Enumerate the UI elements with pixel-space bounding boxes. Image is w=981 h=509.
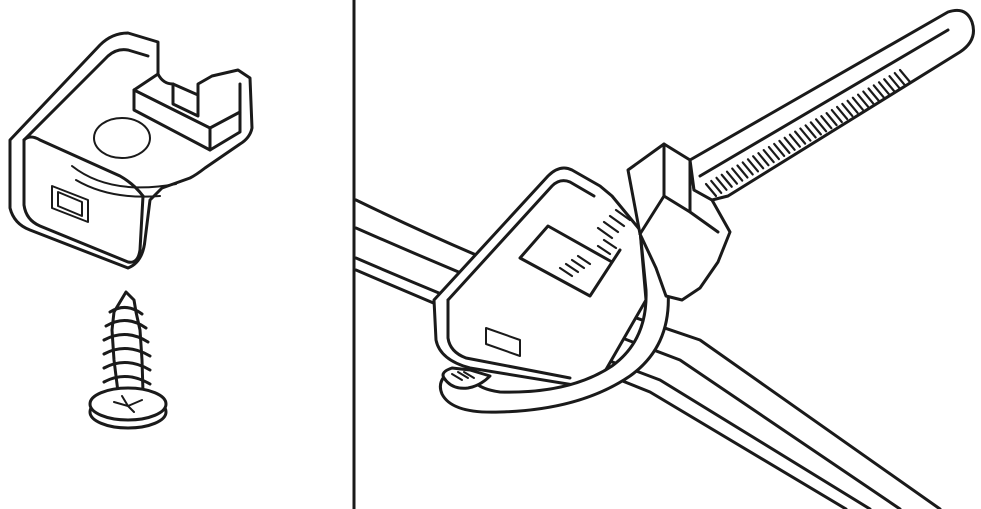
cable-tie-strap-edge: [698, 28, 950, 178]
right-panel: [354, 8, 975, 509]
cable-tie-tooth: [741, 161, 754, 176]
mount-body-front: [446, 298, 572, 380]
cable-tie-tooth: [720, 173, 733, 188]
mount-base-front-face: [22, 138, 145, 264]
cable-tie-tooth: [809, 121, 822, 136]
cable-tie-tooth: [888, 75, 901, 90]
mount-body-inner-wall: [518, 224, 622, 298]
mount-base-slot-wall: [171, 82, 200, 118]
cable-tie-tooth: [731, 167, 744, 182]
screw-thread-3: [102, 333, 150, 344]
mount-foot-ridges: [451, 371, 475, 381]
cable-tie: [438, 8, 975, 414]
cable-tie-tooth: [856, 93, 870, 108]
cable-tie-tooth: [877, 81, 891, 96]
cable-tie-tooth: [820, 115, 833, 130]
cable-tie-tooth: [725, 170, 739, 185]
cable-tie-tooth: [757, 152, 770, 167]
cable-tie-tooth: [841, 102, 854, 117]
screw-thread-4: [102, 347, 152, 358]
cable-tie-tooth: [752, 155, 765, 170]
screw-thread-2: [104, 319, 148, 330]
mount-base-screw-hole-arc-2: [75, 179, 161, 198]
cable-tie-tooth: [804, 124, 817, 139]
mount-base: [8, 31, 254, 270]
mount-body-teeth: [558, 254, 592, 278]
mount-base-top-rim: [22, 48, 150, 142]
cable-tie-tooth: [835, 105, 849, 121]
cable-tie-tooth: [767, 145, 781, 161]
cable-tie-tooth: [783, 136, 796, 151]
mount-base-slot-top: [132, 72, 242, 152]
mount-base-slot-inner: [132, 88, 242, 152]
mounting-screw: [88, 290, 168, 430]
cable-tie-tooth: [715, 176, 728, 191]
cable-tie-teeth: [704, 68, 912, 198]
mount-base-window-inner: [57, 191, 83, 217]
cable-tie-tooth: [736, 164, 749, 179]
mount-body-rim: [446, 179, 596, 302]
screw-thread-5: [102, 361, 152, 372]
cable-tie-tooth: [846, 99, 859, 114]
cable-tie-tooth: [778, 139, 791, 154]
cable-tie-tooth: [883, 78, 896, 93]
cable-tie-tooth: [710, 179, 723, 195]
screw-thread-1: [108, 306, 144, 316]
cable-tie-tooth: [815, 118, 828, 133]
mount-body-window: [485, 327, 521, 357]
screw-cross-recess: [113, 395, 143, 413]
screw-thread-6: [102, 375, 152, 386]
mount-base-window: [51, 185, 89, 223]
cable-tie-tooth: [851, 96, 864, 111]
cable-tie-tooth: [872, 84, 885, 99]
mount-base-screw-boss: [93, 117, 151, 159]
cable-tie-tooth: [788, 133, 801, 148]
cable-tie-lower-teeth: [596, 208, 632, 256]
cable-tie-tooth: [746, 158, 760, 173]
mount-base-screw-hole-arc: [71, 165, 177, 189]
cable-tie-tooth: [898, 68, 912, 84]
cable-tie-tooth: [867, 87, 880, 102]
cable-tie-tooth: [773, 142, 786, 158]
cable-tie-tooth: [825, 112, 838, 127]
cable-tie-head-detail: [638, 142, 720, 236]
left-panel: [8, 31, 254, 430]
cable-tie-tooth: [893, 71, 906, 87]
cable-tie-tooth: [799, 127, 812, 142]
mount-base-underside: [22, 135, 145, 198]
cable-tie-tooth: [794, 130, 807, 145]
cable-tie-tooth: [830, 108, 843, 124]
mount-body-installed: [432, 166, 648, 388]
cable-tie-tooth: [762, 149, 775, 164]
cable-tie-tooth: [862, 90, 875, 105]
cable-tie-tooth: [704, 182, 718, 198]
screw-head-top: [88, 386, 168, 422]
